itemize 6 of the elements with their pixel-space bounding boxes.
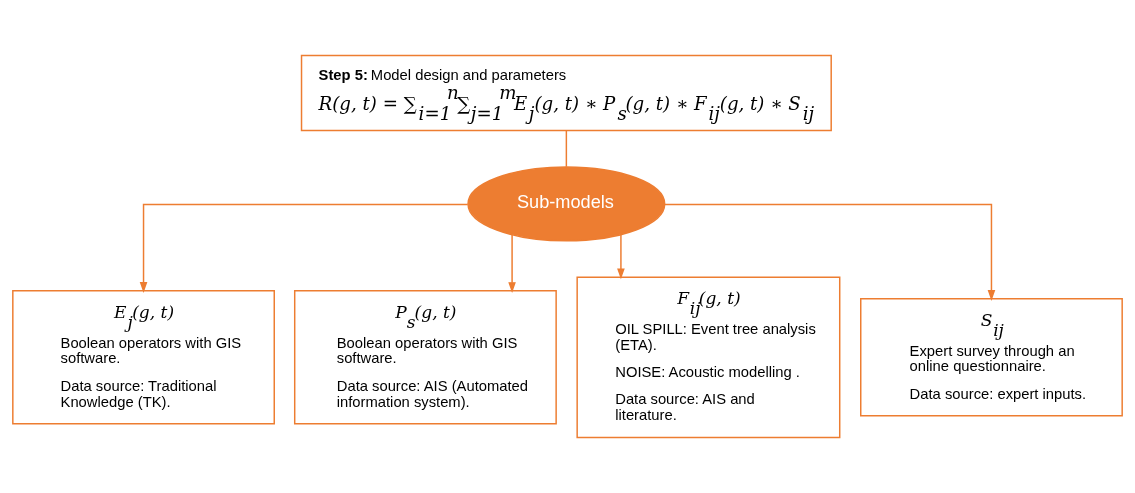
arrow [617, 234, 625, 280]
node-ellipse: Sub-models [467, 166, 666, 242]
arrow [508, 234, 516, 294]
arrow [139, 203, 469, 293]
arrow [664, 203, 996, 301]
connector [565, 129, 568, 168]
